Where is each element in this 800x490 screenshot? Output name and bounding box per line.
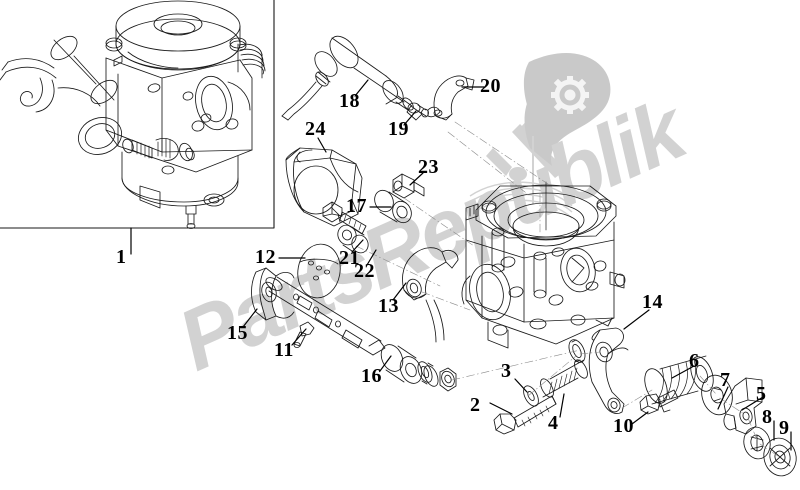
part-2-hex-flange-bolt — [493, 395, 557, 435]
leader-4 — [559, 393, 565, 418]
part-22-collar-bush — [337, 224, 369, 254]
shaft-washer-a — [417, 361, 439, 387]
shaft-nut — [439, 367, 457, 392]
part-16-shaft-bushing — [380, 344, 423, 384]
part-5-throttle-lever-plate — [723, 377, 763, 435]
callout-7-spring-washer[interactable]: 7 — [720, 369, 731, 391]
callout-12-throttle-butterfly-valve[interactable]: 12 — [255, 246, 276, 268]
leader-19 — [403, 110, 417, 126]
main-carburettor-body — [461, 181, 626, 349]
leader-10 — [631, 411, 649, 425]
leader-16 — [379, 355, 392, 372]
leader-22 — [366, 249, 377, 266]
part-23-idle-mixture-screw — [392, 173, 425, 199]
callout-24-float-chamber-cover[interactable]: 24 — [305, 118, 326, 140]
leader-6 — [671, 365, 695, 379]
callout-18-starter-solenoid[interactable]: 18 — [339, 90, 360, 112]
leader-3 — [514, 378, 528, 393]
part-13-cable-bracket — [402, 247, 459, 343]
callout-9-retaining-nut[interactable]: 9 — [779, 417, 790, 439]
leader-15 — [242, 308, 258, 328]
callout-17-spacer-sleeve[interactable]: 17 — [346, 195, 367, 217]
callout-13-cable-bracket[interactable]: 13 — [378, 295, 399, 317]
leader-23 — [409, 172, 424, 186]
callout-3-flat-washer[interactable]: 3 — [501, 360, 512, 382]
callout-2-hex-flange-bolt[interactable]: 2 — [470, 394, 481, 416]
inset-carburettor-assembly — [0, 0, 266, 229]
leader-24 — [317, 137, 327, 153]
callout-23-idle-mixture-screw[interactable]: 23 — [418, 156, 439, 178]
leader-11 — [291, 328, 307, 346]
callout-1-carburettor-assembly[interactable]: 1 — [116, 246, 127, 268]
part-4-threaded-adjuster-screw — [540, 359, 588, 398]
callout-6-return-spring[interactable]: 6 — [689, 350, 700, 372]
part-9-retaining-nut — [763, 437, 797, 477]
part-3-flat-washer — [523, 385, 539, 407]
part-14-throttle-cam-lever — [588, 327, 629, 414]
throttle-shaft — [265, 276, 386, 356]
callout-15-throttle-shaft-arm[interactable]: 15 — [227, 322, 248, 344]
callout-10-pan-head-screw[interactable]: 10 — [613, 415, 634, 437]
leader-14 — [623, 309, 650, 330]
part-17-spacer-sleeve — [374, 189, 412, 224]
callout-16-shaft-bushing[interactable]: 16 — [361, 365, 382, 387]
leader-13 — [392, 282, 407, 301]
part-20-choke-linkage-lever — [427, 75, 475, 121]
leader-2 — [489, 402, 513, 415]
callout-20-choke-linkage-lever[interactable]: 20 — [480, 75, 501, 97]
leader-21 — [351, 239, 364, 253]
callout-14-throttle-cam-lever[interactable]: 14 — [642, 291, 663, 313]
part-12-throttle-butterfly-valve — [297, 243, 341, 299]
leader-18 — [354, 79, 369, 97]
assembly-guidelines — [355, 121, 779, 457]
callout-19-pivot-screw[interactable]: 19 — [388, 118, 409, 140]
cam-washer — [568, 339, 586, 363]
callout-4-threaded-adjuster-screw[interactable]: 4 — [548, 412, 559, 434]
callout-22-collar-bush[interactable]: 22 — [354, 260, 375, 282]
callout-21-mounting-bolt[interactable]: 21 — [339, 247, 360, 269]
callout-11-shaft-grub-screw[interactable]: 11 — [274, 339, 294, 361]
callout-8-lock-washer[interactable]: 8 — [762, 406, 773, 428]
inset-frame — [0, 0, 275, 229]
leader-5 — [741, 396, 764, 411]
leader-7 — [717, 386, 729, 410]
part-6-return-spring — [644, 355, 714, 413]
callout-5-throttle-lever-plate[interactable]: 5 — [756, 383, 767, 405]
